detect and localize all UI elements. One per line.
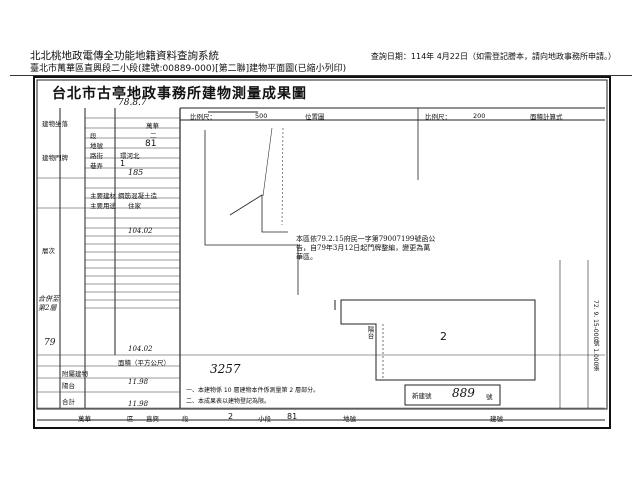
value-use: 住家 xyxy=(128,202,141,210)
footer-section: 直興 xyxy=(146,415,159,423)
building-no-value: 889 xyxy=(452,386,475,400)
label-structure: 主要建材 xyxy=(90,192,116,200)
value-lane: 1 xyxy=(120,159,126,168)
footer-subsection-suffix: 小段 xyxy=(258,415,271,423)
value-subsection: 二 xyxy=(150,132,157,140)
value-total-area: 11.98 xyxy=(128,400,149,408)
footer-lot: 81 xyxy=(287,412,298,421)
document-subtitle: 臺北市萬華區直興段二小段(建號:00889-000)[第二聯]建物平面圖(已縮小… xyxy=(30,64,347,74)
value-structure: 鋼筋混凝土造 xyxy=(118,192,157,200)
label-building-address: 建物門牌 xyxy=(42,154,68,162)
value-balcony-area: 11.98 xyxy=(128,378,149,386)
building-no-label: 新建號 xyxy=(412,392,432,400)
scale-value: 500 xyxy=(255,112,268,120)
building-no-suffix: 號 xyxy=(486,393,493,401)
label-lot: 地號 xyxy=(90,142,103,150)
handwritten-number: 78.8.7 xyxy=(118,98,147,108)
scale-value-2: 200 xyxy=(473,112,486,120)
area-calc-label: 面積計算式 xyxy=(530,113,563,121)
value-road: 環河北 xyxy=(120,152,140,160)
label-building-location: 建物坐落 xyxy=(42,120,68,128)
label-balcony: 陽台 xyxy=(62,382,75,390)
footer-district-suffix: 區 xyxy=(127,415,134,423)
scale-label: 比例尺： xyxy=(190,113,216,121)
footer-section-suffix: 段 xyxy=(182,415,189,423)
scale-label-2: 比例尺： xyxy=(425,113,451,121)
left-hand-number: 79 xyxy=(44,338,56,348)
value-number: 185 xyxy=(128,168,144,177)
label-ancillary: 附屬建物 xyxy=(62,370,88,378)
footer-subsection: 2 xyxy=(228,412,234,421)
footer-building-suffix: 建號 xyxy=(490,415,503,423)
balcony-tag: 陽台 xyxy=(366,326,374,339)
note-1: 一、本建物係 10 層建物本件係測量第 2 層部分。 xyxy=(186,387,320,394)
footer-lot-suffix: 地號 xyxy=(343,415,356,423)
floor-label: 2 xyxy=(440,330,447,343)
system-title: 北北桃地政電傳全功能地籍資料查詢系統 xyxy=(30,50,219,62)
header-divider xyxy=(10,75,632,76)
label-use: 主要用途 xyxy=(90,202,116,210)
locator-label: 位置圖 xyxy=(305,113,325,121)
document-title: 台北市古亭地政事務所建物測量成果圖 xyxy=(52,86,307,102)
handwritten-serial: 3257 xyxy=(210,362,241,376)
value-floor-2: 104.02 xyxy=(128,227,153,235)
label-alley: 巷弄 xyxy=(90,162,103,170)
query-date: 查詢日期：114年 4月22日（如需登記謄本，請向地政事務所申請。） xyxy=(370,52,616,61)
label-section: 段 xyxy=(90,132,97,140)
value-lot: 81 xyxy=(145,139,157,149)
value-district: 萬華 xyxy=(146,122,159,130)
label-total: 合計 xyxy=(62,398,75,406)
footer-district: 萬華 xyxy=(78,415,91,423)
right-vertical-stamp: 72. 9. 15-000號 1.000張 xyxy=(592,300,599,372)
label-floor-table: 層次 xyxy=(42,247,55,255)
survey-document xyxy=(33,76,611,429)
label-road: 路街 xyxy=(90,152,103,160)
note-2: 二、本成果表以建物登記為限。 xyxy=(186,398,271,405)
left-hand-note: 合併至第2層 xyxy=(38,295,59,312)
label-area-unit: 面積（平方公尺） xyxy=(118,359,170,367)
value-total-main: 104.02 xyxy=(128,345,153,353)
certification-text: 本區依79.2.15府民一字第79007199號函公告，自79年3月12日起門牌… xyxy=(296,235,436,261)
